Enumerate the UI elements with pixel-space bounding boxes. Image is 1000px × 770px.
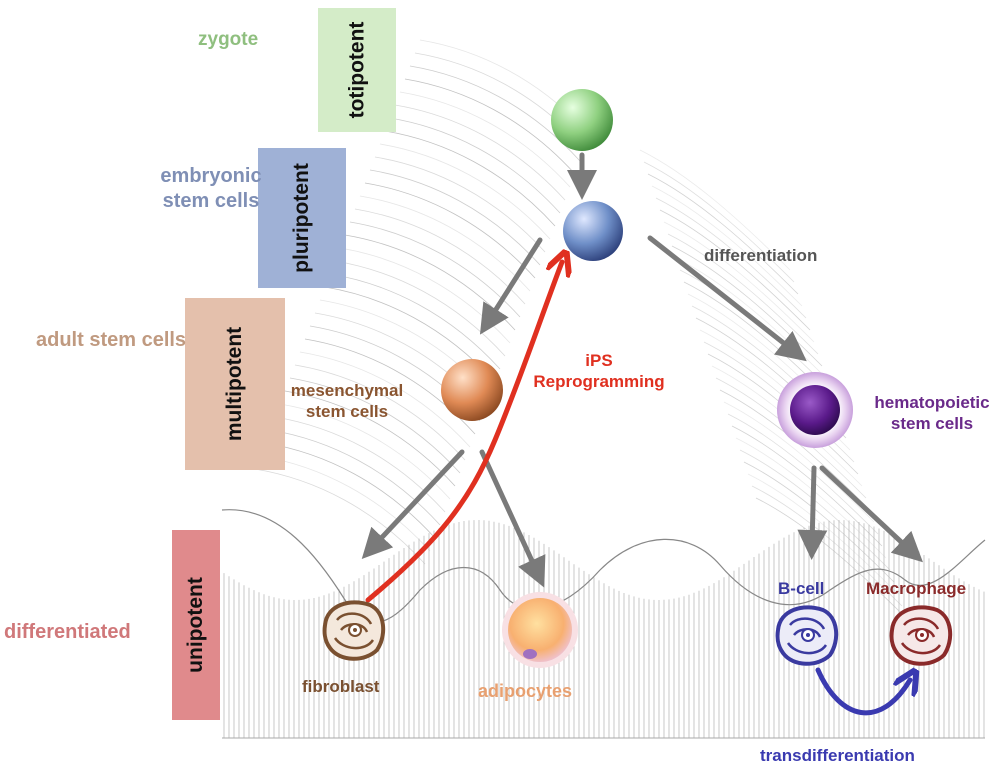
cell-label-mesenchymal: mesenchymal stem cells — [282, 380, 412, 423]
process-label-transdifferentiation: transdifferentiation — [760, 746, 915, 765]
arrow-esc-to-msc — [479, 237, 543, 335]
stage-label-embryonic-line1: embryonic — [160, 165, 262, 187]
arrow-msc-to-adipocytes — [479, 449, 546, 588]
potency-box-unipotent: unipotent — [172, 530, 220, 720]
macrophage-cell-icon — [889, 605, 953, 666]
potency-label-unipotent: unipotent — [184, 577, 208, 673]
cell-label-fibroblast: fibroblast — [302, 677, 380, 696]
mesenchymal-stem-cell-icon — [441, 359, 503, 421]
cell-label-mesenchymal-line1: mesenchymal — [290, 381, 404, 400]
adipocyte-cell-icon — [502, 592, 578, 668]
stage-label-adult: adult stem cells — [36, 329, 187, 351]
process-label-differentiation: differentiation — [704, 246, 818, 265]
arrow-esc-to-hsc — [647, 235, 807, 362]
reprogramming-arrow — [365, 262, 562, 603]
zygote-cell-icon — [551, 89, 613, 151]
potency-box-pluripotent: pluripotent — [258, 148, 346, 288]
cell-label-adipocytes: adipocytes — [478, 681, 573, 701]
transdifferentiation-arrow — [815, 670, 910, 716]
hematopoietic-stem-cell-icon — [777, 372, 853, 448]
potency-label-multipotent: multipotent — [223, 326, 246, 442]
potency-label-totipotent: totipotent — [345, 21, 369, 119]
potency-box-multipotent: multipotent — [185, 298, 285, 470]
cell-label-hematopoietic-line2: stem cells — [890, 414, 974, 434]
fibroblast-cell-icon — [322, 600, 386, 661]
cell-label-hematopoietic-line1: hematopoietic — [874, 393, 990, 412]
b-cell-icon — [775, 605, 839, 666]
process-label-reprogramming: iPS Reprogramming — [524, 350, 674, 393]
stage-label-zygote: zygote — [198, 29, 259, 50]
stage-label-embryonic: embryonic stem cells — [155, 164, 267, 214]
differentiation-arrows — [361, 152, 923, 588]
stage-label-differentiated: differentiated — [4, 621, 131, 643]
process-label-reprogramming-line2: Reprogramming — [533, 372, 665, 392]
cell-label-hematopoietic: hematopoietic stem cells — [868, 392, 996, 435]
arrow-hsc-to-bcell — [797, 465, 828, 560]
potency-box-totipotent: totipotent — [318, 8, 396, 132]
embryonic-stem-cell-icon — [563, 201, 623, 261]
process-label-reprogramming-line1: iPS — [585, 351, 613, 370]
potency-label-pluripotent: pluripotent — [290, 163, 313, 273]
cell-label-macrophage: Macrophage — [866, 579, 967, 598]
arrow-msc-to-fibroblast — [361, 449, 465, 559]
arrow-hsc-to-macrophage — [819, 465, 923, 563]
stage-label-embryonic-line2: stem cells — [162, 190, 260, 212]
cell-label-mesenchymal-line2: stem cells — [305, 402, 389, 422]
cell-label-bcell: B-cell — [778, 579, 825, 598]
